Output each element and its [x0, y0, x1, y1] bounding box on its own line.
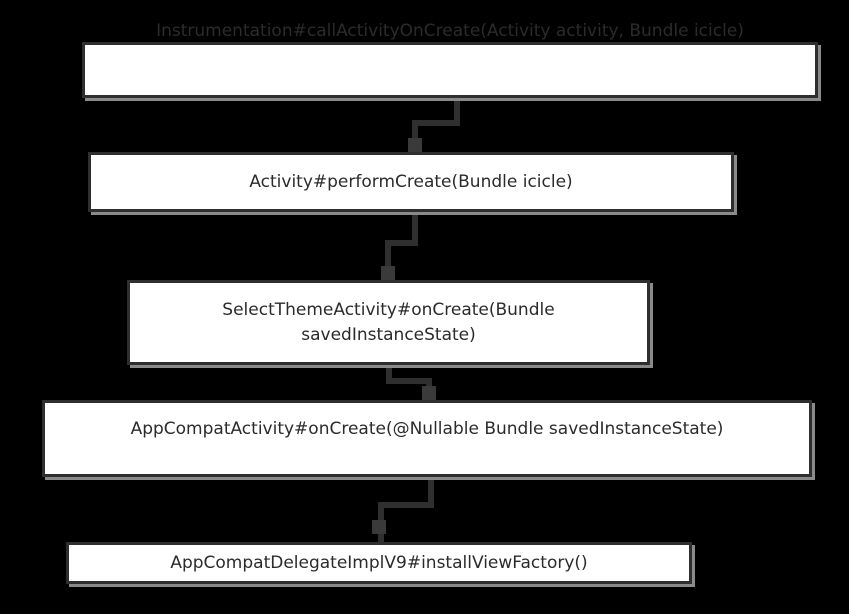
edge-4-5-segment-horizontal: [378, 502, 434, 508]
node-appcompatdelegateimplv9-installviewfactory[interactable]: AppCompatDelegateImplV9#installViewFacto…: [66, 542, 692, 584]
node-activity-performcreate[interactable]: Activity#performCreate(Bundle icicle): [88, 152, 734, 212]
edge-4-5-arrow-nub: [372, 520, 386, 534]
node-2-label: Activity#performCreate(Bundle icicle): [249, 171, 573, 192]
edge-1-2-segment-horizontal: [412, 120, 460, 126]
edge-1-2-arrow-nub: [408, 138, 422, 152]
node-instrumentation-callactivityoncreate[interactable]: Instrumentation#callActivityOnCreate(Act…: [82, 21, 818, 98]
node-1-label: Instrumentation#callActivityOnCreate(Act…: [156, 21, 744, 41]
node-3-label: SelectThemeActivity#onCreate(Bundle save…: [222, 299, 555, 345]
node-5-label: AppCompatDelegateImplV9#installViewFacto…: [170, 552, 588, 573]
edge-1-2-segment-vertical-bot: [412, 120, 418, 152]
edge-2-3-segment-horizontal: [385, 240, 418, 246]
edge-2-3-segment-vertical-bot: [385, 240, 391, 280]
edge-2-3-segment-vertical-top: [412, 212, 418, 240]
edge-3-4-segment-horizontal: [386, 378, 432, 384]
node-appcompatactivity-oncreate[interactable]: AppCompatActivity#onCreate(@Nullable Bun…: [42, 400, 812, 477]
edge-2-3-arrow-nub: [381, 266, 395, 280]
edge-4-5-segment-vertical-top: [428, 476, 434, 508]
edge-1-2-segment-vertical-top: [454, 98, 460, 120]
node-4-label: AppCompatActivity#onCreate(@Nullable Bun…: [130, 419, 724, 439]
edge-3-4-arrow-nub: [422, 386, 436, 400]
node-selectthemeactivity-oncreate[interactable]: SelectThemeActivity#onCreate(Bundle save…: [127, 280, 650, 365]
edge-3-4-segment-vertical-top: [386, 366, 392, 384]
